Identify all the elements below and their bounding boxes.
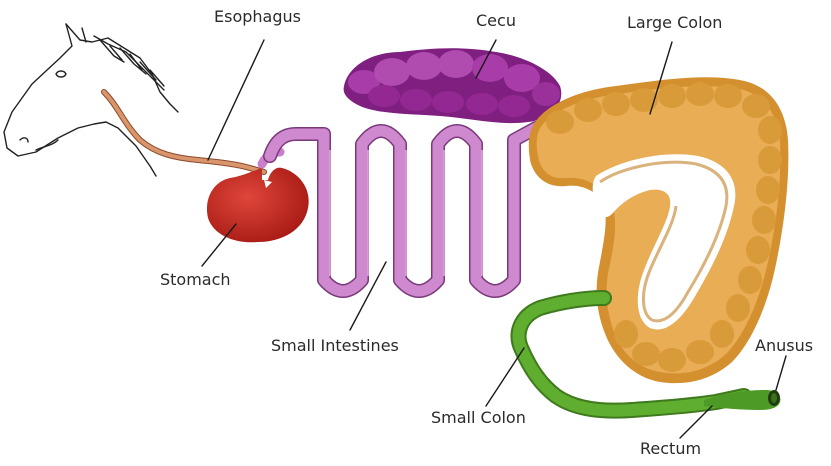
cecum [344, 48, 562, 123]
rectum [704, 390, 780, 410]
rectum-label: Rectum [640, 441, 701, 457]
esophagus-label: Esophagus [214, 9, 301, 25]
stomach [207, 168, 309, 243]
cecum-label: Cecu [476, 13, 516, 29]
large-colon [529, 77, 789, 383]
large-colon-label: Large Colon [627, 15, 722, 31]
stomach-label: Stomach [160, 272, 231, 288]
small-intestines-label: Small Intestines [271, 338, 399, 354]
small-colon-leader-line [486, 348, 524, 406]
anusus-leader-line [776, 356, 786, 390]
anusus-label: Anusus [755, 338, 813, 354]
small-colon-label: Small Colon [431, 410, 526, 426]
esophagus-leader-line [208, 40, 264, 160]
horse-head-outline [4, 24, 178, 176]
